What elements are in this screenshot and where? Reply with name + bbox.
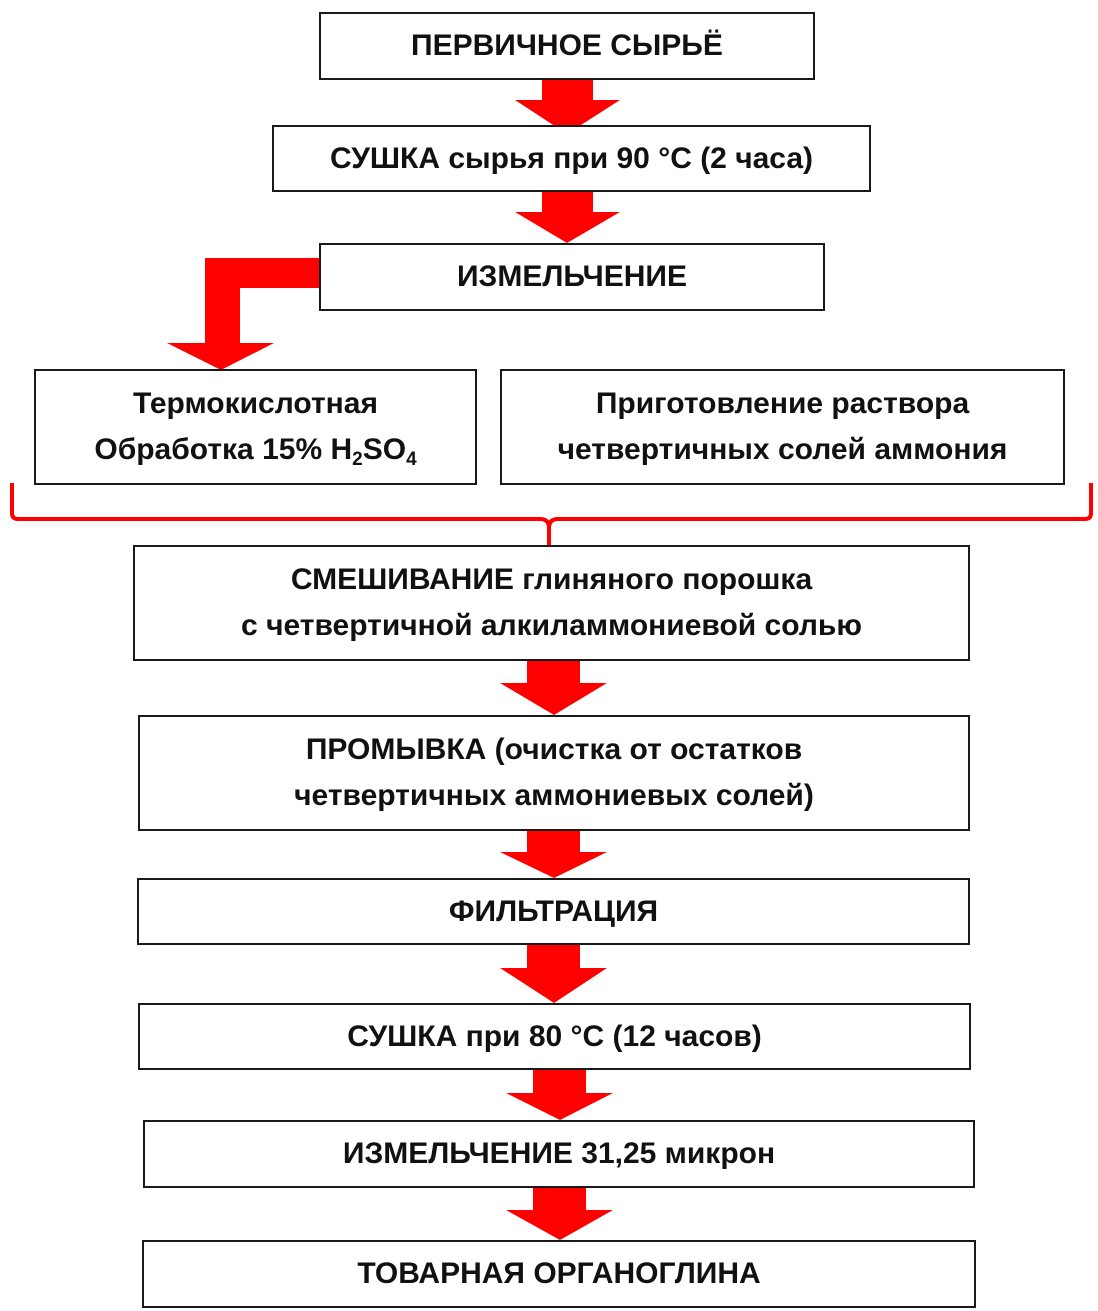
step-final-product: ТОВАРНАЯ ОРГАНОГЛИНА [142, 1240, 976, 1308]
step-acid-treatment-line1: Термокислотная [133, 387, 378, 420]
step-grinding: ИЗМЕЛЬЧЕНИЕ [319, 243, 825, 311]
arrow-grind2-to-product [506, 1187, 613, 1240]
step-drying-80-label: СУШКА при 80 °С (12 часов) [347, 1019, 762, 1053]
step-mixing: СМЕШИВАНИЕ глиняного порошка с четвертич… [133, 545, 970, 661]
step-solution-prep-line1: Приготовление раствора [595, 387, 970, 420]
arrow-grind1-to-acid [167, 258, 319, 370]
arrow-dry1-to-grind1 [515, 191, 620, 243]
arrow-raw-to-dry1 [515, 79, 620, 134]
step-drying-90-label: СУШКА сырья при 90 °С (2 часа) [329, 141, 814, 175]
step-final-product-label: ТОВАРНАЯ ОРГАНОГЛИНА [357, 1257, 761, 1290]
step-grinding-fine-label: ИЗМЕЛЬЧЕНИЕ 31,25 микрон [342, 1137, 776, 1170]
step-drying-80: СУШКА при 80 °С (12 часов) [138, 1003, 971, 1070]
step-mixing-line2: с четвертичной алкиламмониевой солью [241, 609, 862, 642]
step-washing: ПРОМЫВКА (очистка от остатков четвертичн… [138, 715, 970, 831]
merge-bracket [10, 483, 1093, 546]
step-solution-prep: Приготовление раствора четвертичных соле… [500, 369, 1065, 485]
arrow-mix-to-wash [500, 660, 607, 715]
arrow-filter-to-dry2 [500, 944, 607, 1003]
step-filtration: ФИЛЬТРАЦИЯ [137, 878, 970, 945]
arrow-dry2-to-grind2 [506, 1069, 613, 1120]
step-filtration-label: ФИЛЬТРАЦИЯ [448, 894, 659, 928]
step-raw-material: ПЕРВИЧНОЕ СЫРЬЁ [319, 12, 815, 80]
step-drying-90: СУШКА сырья при 90 °С (2 часа) [272, 125, 871, 192]
step-acid-treatment: Термокислотная Обработка 15% H2SO4 [34, 369, 477, 485]
step-acid-treatment-line2: Обработка 15% H2SO4 [94, 433, 417, 470]
step-raw-material-label: ПЕРВИЧНОЕ СЫРЬЁ [411, 29, 723, 62]
step-solution-prep-line2: четвертичных солей аммония [557, 433, 1008, 466]
step-washing-line1: ПРОМЫВКА (очистка от остатков [305, 733, 803, 766]
step-washing-line2: четвертичных аммониевых солей) [294, 779, 814, 812]
step-mixing-line1: СМЕШИВАНИЕ глиняного порошка [290, 563, 813, 596]
step-grinding-fine: ИЗМЕЛЬЧЕНИЕ 31,25 микрон [143, 1120, 975, 1188]
arrow-wash-to-filter [500, 831, 607, 878]
step-grinding-label: ИЗМЕЛЬЧЕНИЕ [456, 260, 688, 293]
